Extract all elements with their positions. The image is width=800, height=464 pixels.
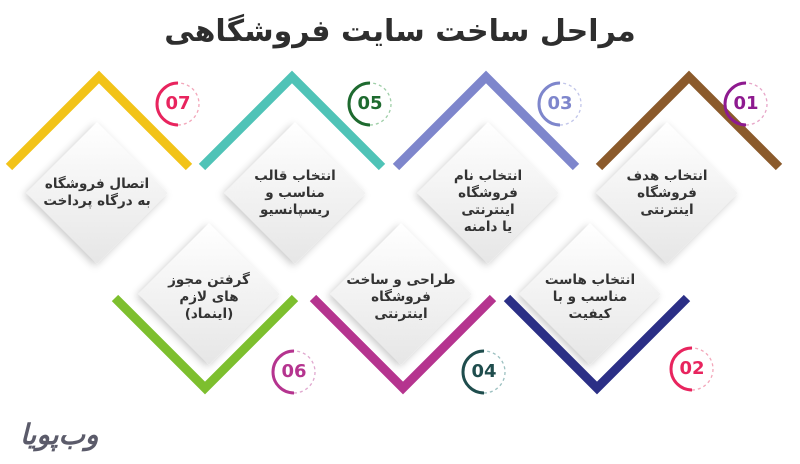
step-03-text: انتخاب نام فروشگاه اینترنتی یا دامنه	[453, 168, 523, 235]
num-badge-07	[155, 81, 200, 127]
step-04-number: 04	[471, 361, 497, 382]
num-badge-06	[271, 349, 316, 395]
step-06-frame	[111, 294, 299, 395]
step-03-number: 03	[547, 93, 573, 114]
step-02-frame	[503, 294, 691, 395]
page-title: مراحل ساخت سایت فروشگاهی	[164, 14, 636, 49]
num-badge-03	[537, 81, 582, 127]
step-05-text: انتخاب قالب مناسب و ریسپانسیو	[254, 168, 336, 218]
step-04-text: طراحی و ساخت فروشگاه اینترنتی	[346, 272, 456, 322]
step-02-number: 02	[679, 358, 705, 379]
step-02-text: انتخاب هاست مناسب و با کیفیت	[544, 272, 636, 322]
num-badge-02	[669, 346, 714, 392]
step-01-text: انتخاب هدف فروشگاه اینترنتی	[626, 168, 708, 218]
step-07-frame	[5, 70, 193, 171]
step-07-number: 07	[165, 93, 191, 114]
step-04-frame	[309, 294, 497, 395]
step-07-text: اتصال فروشگاه به درگاه پرداخت	[43, 176, 151, 209]
num-badge-04	[461, 349, 506, 395]
step-03-frame	[392, 70, 580, 171]
step-06-text: گرفتن مجوز های لازم (اینماد)	[168, 272, 250, 322]
step-01-frame	[595, 70, 783, 171]
brand-logo: وب‌پویا	[20, 418, 99, 451]
num-badge-05	[347, 81, 392, 127]
step-05-number: 05	[357, 93, 383, 114]
step-05-frame	[198, 70, 386, 171]
step-06-number: 06	[281, 361, 307, 382]
step-01-number: 01	[733, 93, 759, 114]
num-badge-01	[723, 81, 768, 127]
